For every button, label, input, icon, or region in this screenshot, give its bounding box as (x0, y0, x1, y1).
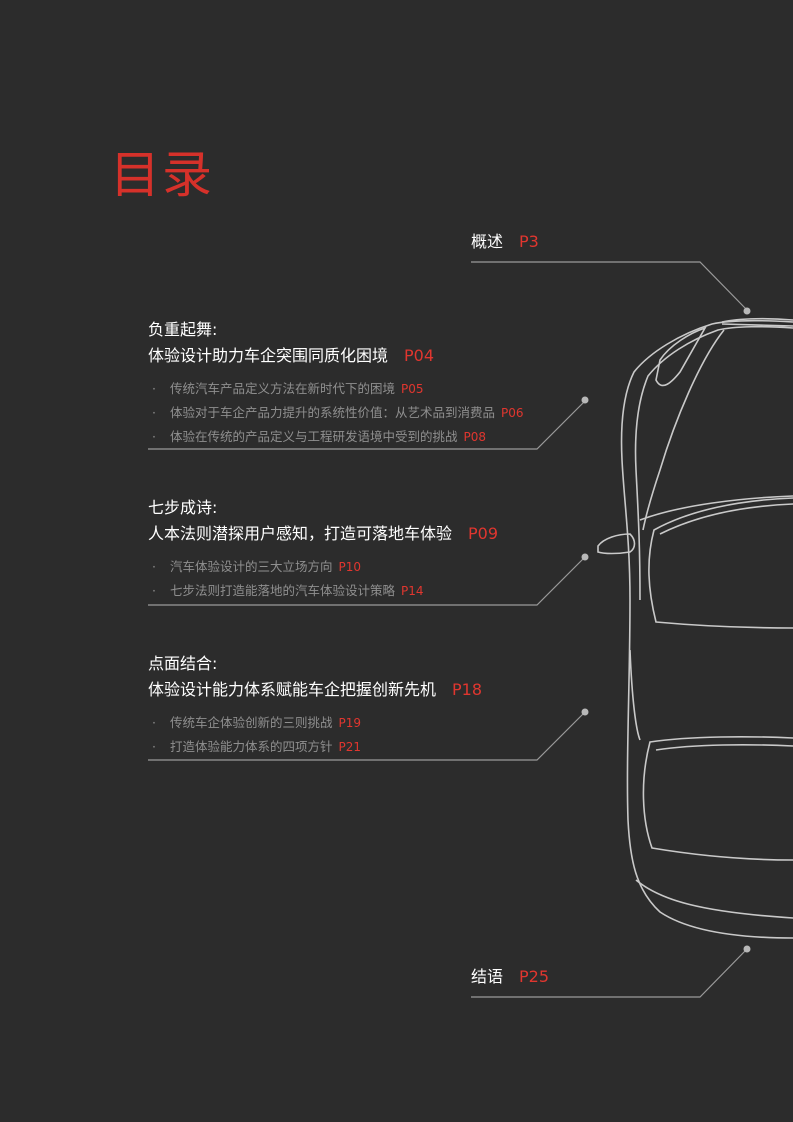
subsection-item[interactable]: 体验对于车企产品力提升的系统性价值：从艺术品到消费品 P06 (148, 401, 524, 425)
subsection-text: 体验对于车企产品力提升的系统性价值：从艺术品到消费品 (170, 405, 496, 420)
toc-section-1[interactable]: 负重起舞: 体验设计助力车企突围同质化困境 P04 传统汽车产品定义方法在新时代下… (148, 317, 524, 449)
leader-dot (581, 708, 589, 716)
mirror (597, 533, 636, 555)
subsection-item[interactable]: 汽车体验设计的三大立场方向 P10 (148, 555, 498, 579)
section-heading-text: 体验设计能力体系赋能车企把握创新先机 (148, 680, 437, 699)
a-pillar (639, 495, 793, 521)
section-page: P04 (404, 346, 435, 365)
subsection-list: 汽车体验设计的三大立场方向 P10 七步法则打造能落地的汽车体验设计策略 P14 (148, 555, 498, 603)
rear-window (642, 736, 793, 861)
subsection-text: 七步法则打造能落地的汽车体验设计策略 (170, 583, 396, 598)
subsection-page: P21 (338, 740, 362, 754)
subsection-item[interactable]: 传统汽车产品定义方法在新时代下的困境 P05 (148, 377, 524, 401)
section-heading-line2: 体验设计助力车企突围同质化困境 P04 (148, 343, 524, 369)
toc-entry-overview[interactable]: 概述 P3 (471, 231, 539, 253)
section-heading-line2: 人本法则潜探用户感知，打造可落地车体验 P09 (148, 521, 498, 547)
subsection-item[interactable]: 体验在传统的产品定义与工程研发语境中受到的挑战 P08 (148, 425, 524, 449)
entry-page: P3 (519, 232, 539, 251)
section-page: P18 (452, 680, 483, 699)
toc-section-3[interactable]: 点面结合: 体验设计能力体系赋能车企把握创新先机 P18 传统车企体验创新的三则挑… (148, 651, 482, 759)
roof-line (629, 649, 641, 741)
section-heading-line2: 体验设计能力体系赋能车企把握创新先机 P18 (148, 677, 482, 703)
subsection-item[interactable]: 传统车企体验创新的三则挑战 P19 (148, 711, 482, 735)
leader-line-section-1 (148, 400, 586, 450)
toc-entry-conclusion[interactable]: 结语 P25 (471, 966, 549, 988)
section-heading: 七步成诗: 人本法则潜探用户感知，打造可落地车体验 P09 (148, 495, 498, 547)
subsection-item[interactable]: 七步法则打造能落地的汽车体验设计策略 P14 (148, 579, 498, 603)
car-body-inner (634, 325, 793, 601)
leader-line-conclusion (471, 948, 748, 998)
windshield (648, 497, 793, 629)
subsection-text: 传统车企体验创新的三则挑战 (170, 715, 333, 730)
leader-dot (581, 553, 589, 561)
hood-line (721, 323, 793, 327)
subsection-page: P06 (501, 406, 524, 420)
entry-label: 概述 (471, 232, 504, 251)
section-heading: 负重起舞: 体验设计助力车企突围同质化困境 P04 (148, 317, 524, 369)
subsection-item[interactable]: 打造体验能力体系的四项方针 P21 (148, 735, 482, 759)
entry-page: P25 (519, 967, 550, 986)
subsection-text: 传统汽车产品定义方法在新时代下的困境 (170, 381, 396, 396)
entry-label: 结语 (471, 967, 504, 986)
section-heading-line1: 七步成诗: (148, 498, 218, 517)
front-vent (721, 317, 793, 323)
leader-line-section-2 (148, 556, 586, 606)
toc-section-2[interactable]: 七步成诗: 人本法则潜探用户感知，打造可落地车体验 P09 汽车体验设计的三大立场… (148, 495, 498, 603)
section-heading-text: 人本法则潜探用户感知，打造可落地车体验 (148, 524, 453, 543)
subsection-text: 体验在传统的产品定义与工程研发语境中受到的挑战 (170, 429, 458, 444)
subsection-list: 传统汽车产品定义方法在新时代下的困境 P05 体验对于车企产品力提升的系统性价值：… (148, 377, 524, 449)
section-heading-line1: 负重起舞: (148, 320, 218, 339)
car-body (620, 319, 793, 939)
subsection-page: P14 (401, 584, 424, 598)
rear-window-inner (655, 744, 793, 751)
subsection-page: P08 (463, 430, 487, 444)
section-heading-text: 体验设计助力车企突围同质化困境 (148, 346, 389, 365)
leader-line-section-3 (148, 711, 586, 761)
leader-line-overview (471, 261, 748, 311)
subsection-text: 打造体验能力体系的四项方针 (170, 739, 333, 754)
windshield-inner (659, 503, 793, 535)
section-page: P09 (468, 524, 499, 543)
page-title: 目录 (110, 146, 214, 204)
section-heading-line1: 点面结合: (148, 654, 218, 673)
car-outline (597, 317, 793, 939)
subsection-text: 汽车体验设计的三大立场方向 (170, 559, 333, 574)
subsection-page: P05 (401, 382, 424, 396)
subsection-list: 传统车企体验创新的三则挑战 P19 打造体验能力体系的四项方针 P21 (148, 711, 482, 759)
headlight (655, 326, 707, 387)
front-side-line (642, 329, 725, 531)
leader-dot (743, 307, 751, 315)
leader-dot (581, 396, 589, 404)
leader-dot (743, 945, 751, 953)
rear-line (635, 879, 793, 919)
subsection-page: P10 (338, 560, 362, 574)
section-heading: 点面结合: 体验设计能力体系赋能车企把握创新先机 P18 (148, 651, 482, 703)
subsection-page: P19 (338, 716, 362, 730)
